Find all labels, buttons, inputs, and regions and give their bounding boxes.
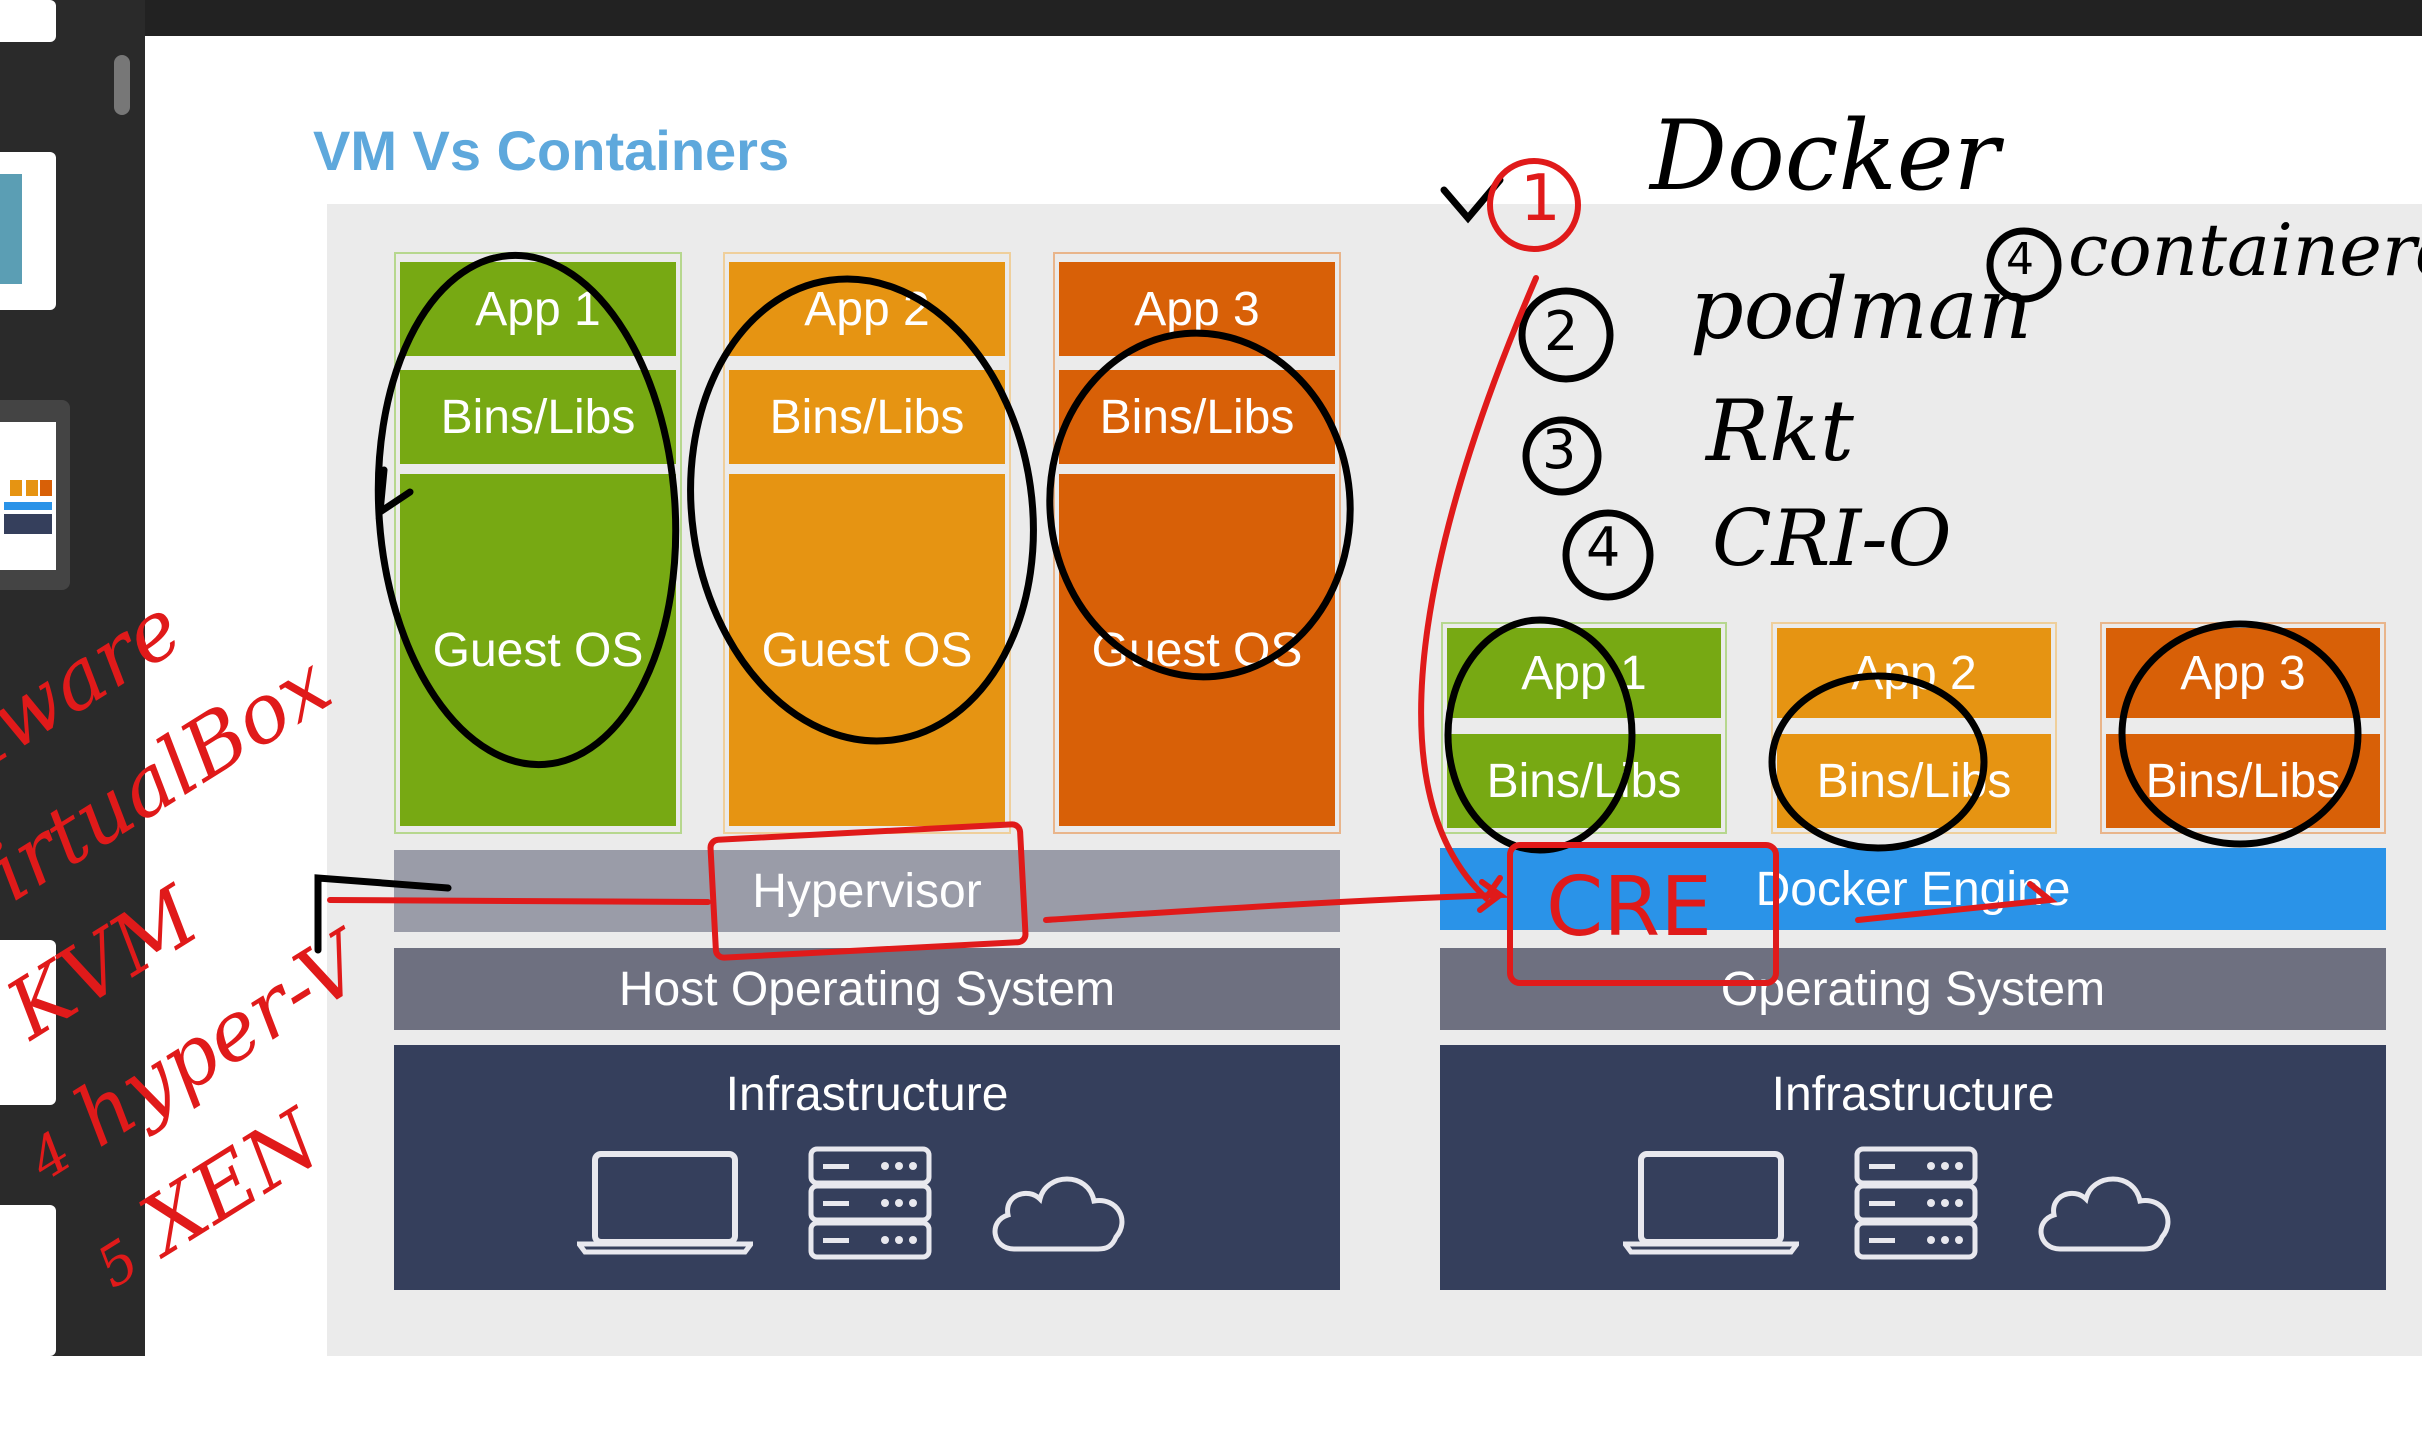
- annotation-num-1: 1: [1520, 162, 1561, 236]
- server-icon: [1854, 1146, 1978, 1260]
- vm-infrastructure-label: Infrastructure: [725, 1067, 1009, 1121]
- annotation-hv-num-3: 3: [0, 1011, 16, 1086]
- slide-thumbnail[interactable]: [0, 940, 56, 1105]
- vm-bins-libs-2: Bins/Libs: [729, 370, 1005, 464]
- container-infrastructure-layer: Infrastructure: [1440, 1045, 2386, 1290]
- laptop-icon: [1623, 1151, 1799, 1255]
- scrollbar-thumb[interactable]: [114, 55, 130, 115]
- slide-title: VM Vs Containers: [313, 119, 790, 182]
- container-bins-libs-2: Bins/Libs: [1777, 734, 2051, 828]
- container-os-layer: Operating System: [1440, 948, 2386, 1030]
- container-infrastructure-label: Infrastructure: [1771, 1067, 2055, 1121]
- slide-thumbnail-panel: [0, 0, 145, 1356]
- annotation-num-4: 4: [1586, 516, 1621, 579]
- vm-guest-os-2: Guest OS: [729, 474, 1005, 826]
- slide-thumbnail[interactable]: [0, 1205, 56, 1356]
- container-bins-libs-3: Bins/Libs: [2106, 734, 2380, 828]
- thumbnail-preview: [0, 174, 22, 284]
- server-icon: [808, 1146, 932, 1260]
- annotation-rkt: Rkt: [1706, 382, 1854, 480]
- cloud-icon: [992, 1176, 1125, 1252]
- annotation-crio: CRI-O: [1712, 494, 1952, 584]
- annotation-cre: CRE: [1546, 860, 1713, 955]
- vm-guest-os-1: Guest OS: [400, 474, 676, 826]
- cloud-icon: [2038, 1176, 2171, 1252]
- annotation-num-4b: 4: [2006, 234, 2034, 285]
- window-top-bar: [145, 0, 2422, 36]
- slide-thumbnail[interactable]: [0, 152, 56, 310]
- hypervisor-layer: Hypervisor: [394, 850, 1340, 932]
- vm-infrastructure-layer: Infrastructure: [394, 1045, 1340, 1290]
- annotation-containerd: containerd: [2068, 208, 2422, 292]
- container-bins-libs-1: Bins/Libs: [1447, 734, 1721, 828]
- slide-thumbnail-selected[interactable]: [0, 400, 70, 590]
- vm-bins-libs-3: Bins/Libs: [1059, 370, 1335, 464]
- container-app-2-box: App 2: [1777, 628, 2051, 718]
- vm-guest-os-3: Guest OS: [1059, 474, 1335, 826]
- vm-app-1-box: App 1: [400, 262, 676, 356]
- vm-app-3-box: App 3: [1059, 262, 1335, 356]
- thumbnail-preview: [0, 422, 56, 570]
- annotation-docker: Docker: [1650, 100, 2000, 212]
- host-os-layer: Host Operating System: [394, 948, 1340, 1030]
- annotation-num-2: 2: [1544, 300, 1579, 363]
- vm-app-2-box: App 2: [729, 262, 1005, 356]
- container-app-3-box: App 3: [2106, 628, 2380, 718]
- slide-thumbnail[interactable]: [0, 0, 56, 42]
- vm-bins-libs-1: Bins/Libs: [400, 370, 676, 464]
- container-app-1-box: App 1: [1447, 628, 1721, 718]
- laptop-icon: [577, 1151, 753, 1255]
- annotation-num-3: 3: [1542, 418, 1577, 481]
- annotation-podman: podman: [1690, 260, 2032, 358]
